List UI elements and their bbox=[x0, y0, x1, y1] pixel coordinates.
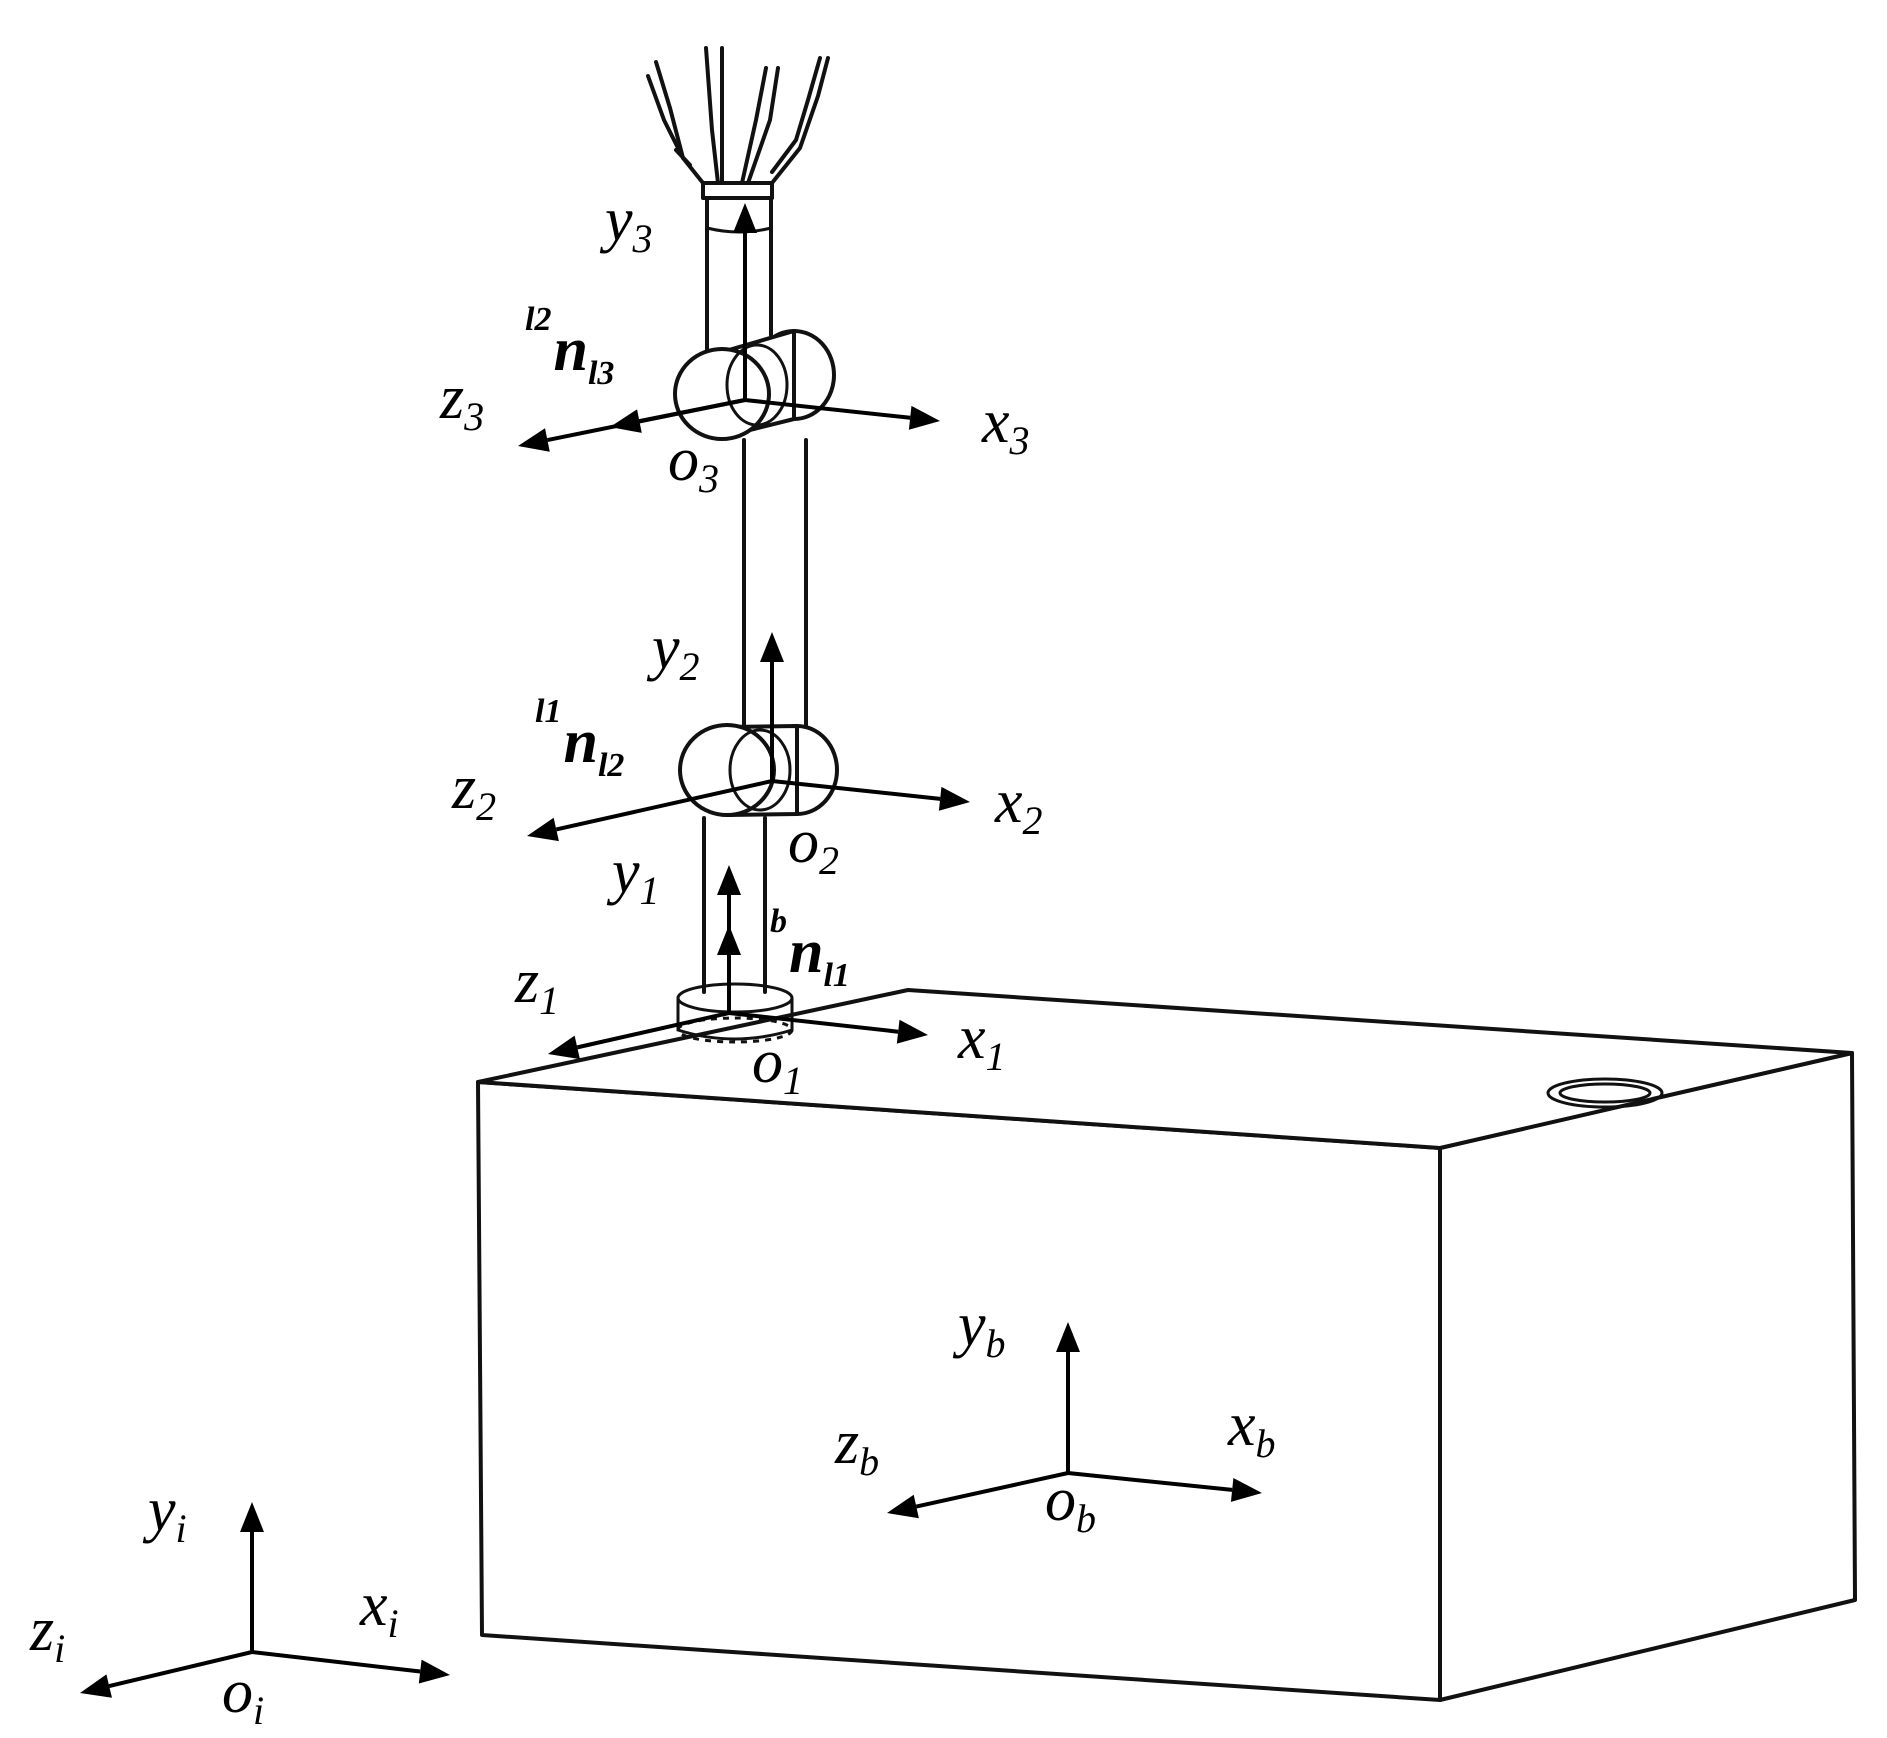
arm-link-2 bbox=[742, 438, 808, 748]
label-z3: z3 bbox=[439, 364, 484, 439]
label-n-l1-l2: l1nl2 bbox=[535, 693, 624, 784]
axis-x2 bbox=[771, 779, 970, 811]
axis-x1-shaft bbox=[728, 1011, 899, 1034]
axis-zi-shaft bbox=[108, 1650, 253, 1688]
label-y1: y1 bbox=[606, 838, 660, 913]
label-yb: yb bbox=[952, 1291, 1006, 1366]
arm-gripper bbox=[646, 46, 830, 200]
label-yi: yi bbox=[142, 1476, 187, 1551]
axis-y2-arrowhead bbox=[760, 632, 784, 662]
label-x2: x2 bbox=[994, 768, 1043, 843]
axis-x3-arrowhead bbox=[908, 405, 940, 430]
axis-xi-shaft bbox=[251, 1650, 421, 1674]
axis-zb-shaft bbox=[915, 1471, 1069, 1509]
axis-yb bbox=[1056, 1322, 1080, 1473]
label-x1: x1 bbox=[957, 1004, 1006, 1079]
axis-x2-arrowhead bbox=[938, 786, 970, 811]
label-z1: z1 bbox=[514, 948, 559, 1023]
axis-xb-arrowhead bbox=[1230, 1477, 1262, 1502]
axis-n-b-l1-arrowhead bbox=[717, 925, 741, 955]
label-ob: ob bbox=[1045, 1466, 1096, 1541]
axis-n-b-l1 bbox=[717, 925, 741, 1013]
axis-xb bbox=[1067, 1471, 1262, 1502]
axis-zb bbox=[887, 1471, 1069, 1519]
axis-zb-arrowhead bbox=[887, 1494, 919, 1519]
axis-yi-arrowhead bbox=[240, 1502, 264, 1532]
axis-x2-shaft bbox=[771, 779, 941, 801]
axis-zi-arrowhead bbox=[80, 1674, 112, 1698]
axis-z2-arrowhead bbox=[527, 817, 559, 842]
box-right-face bbox=[1438, 1051, 1857, 1702]
arm-joint-3 bbox=[673, 329, 836, 441]
label-o1: o1 bbox=[752, 1028, 803, 1103]
label-y2: y2 bbox=[646, 614, 700, 689]
axis-x3-shaft bbox=[744, 398, 911, 420]
arm-link-1 bbox=[702, 816, 767, 994]
label-z2: z2 bbox=[451, 754, 496, 829]
axis-y3 bbox=[733, 203, 757, 400]
label-o3: o3 bbox=[668, 426, 719, 501]
box-front-face bbox=[476, 1080, 1442, 1702]
axis-z3-arrowhead bbox=[518, 428, 550, 452]
axis-yi bbox=[240, 1502, 264, 1652]
axis-xi bbox=[251, 1650, 450, 1684]
axis-x1 bbox=[728, 1011, 928, 1044]
label-zb: zb bbox=[834, 1409, 879, 1484]
axis-n-l2-l3-shaft bbox=[639, 398, 746, 424]
label-zi: zi bbox=[29, 1596, 65, 1671]
label-xb: xb bbox=[1227, 1391, 1276, 1466]
label-y3: y3 bbox=[599, 186, 653, 261]
axis-x3 bbox=[744, 398, 940, 430]
normal-vector-labels: bnl1 l1nl2 l2nl3 bbox=[525, 301, 850, 994]
axis-z2 bbox=[527, 779, 773, 842]
axis-z1-arrowhead bbox=[548, 1035, 580, 1060]
axis-n-l2-l3-arrowhead bbox=[610, 409, 642, 433]
axis-z2-shaft bbox=[555, 779, 773, 832]
axis-y2 bbox=[760, 632, 784, 781]
coordinate-axes bbox=[80, 203, 1262, 1698]
label-xi: xi bbox=[359, 1571, 399, 1646]
base-box bbox=[476, 988, 1857, 1702]
axis-yb-arrowhead bbox=[1056, 1322, 1080, 1352]
axis-y3-arrowhead bbox=[733, 203, 757, 233]
label-x3: x3 bbox=[981, 388, 1030, 463]
label-n-l2-l3: l2nl3 bbox=[525, 301, 614, 392]
axis-z1 bbox=[548, 1011, 730, 1060]
axis-y1-arrowhead bbox=[717, 865, 741, 895]
label-n-b-l1: bnl1 bbox=[770, 903, 850, 994]
axis-x1-arrowhead bbox=[896, 1019, 928, 1044]
box-top-port bbox=[1546, 1077, 1664, 1109]
arm-joint-2 bbox=[678, 723, 839, 817]
label-oi: oi bbox=[222, 1658, 264, 1733]
frame-labels: yi xi zi oi yb xb zb ob y1 x1 z1 o1 y2 x… bbox=[29, 186, 1276, 1733]
axis-zi bbox=[80, 1650, 253, 1698]
axis-xb-shaft bbox=[1067, 1471, 1233, 1492]
label-o2: o2 bbox=[788, 808, 839, 883]
robot-arm bbox=[646, 46, 839, 1044]
axis-z1-shaft bbox=[576, 1011, 730, 1050]
axis-xi-arrowhead bbox=[418, 1659, 450, 1684]
axis-n-l2-l3 bbox=[610, 398, 746, 433]
